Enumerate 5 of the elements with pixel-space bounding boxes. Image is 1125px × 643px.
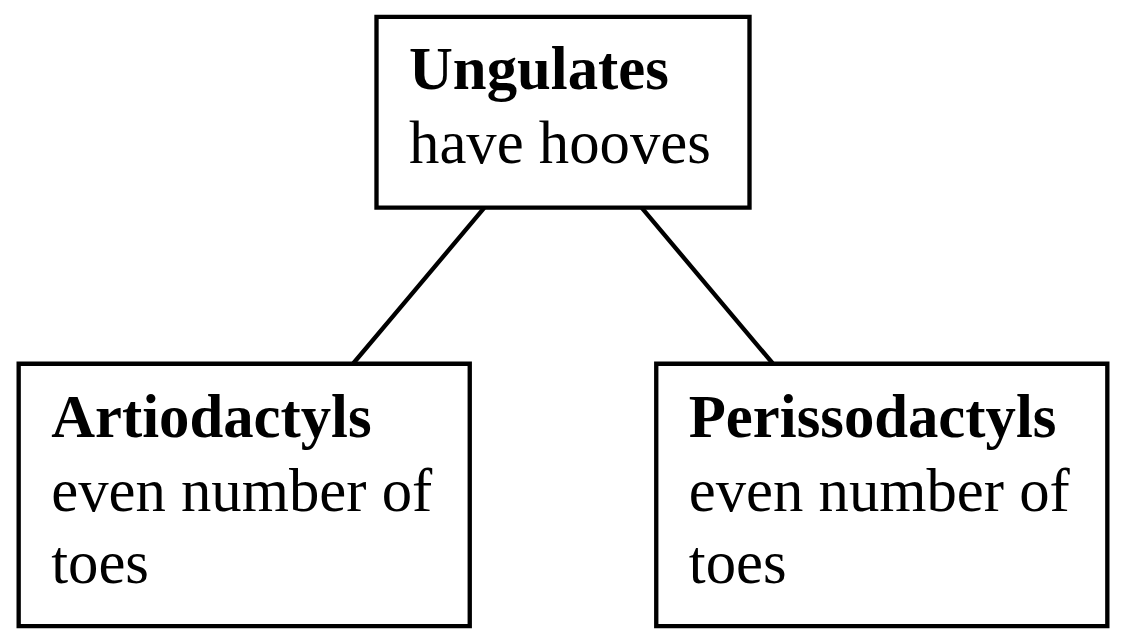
node-box: Ungulates have hooves: [373, 14, 752, 210]
node-box: Artiodactyls even number of toes: [16, 361, 472, 629]
connector: [351, 206, 486, 365]
connector: [639, 206, 774, 365]
node-box: Perissodactyls even number of toes: [653, 361, 1109, 629]
